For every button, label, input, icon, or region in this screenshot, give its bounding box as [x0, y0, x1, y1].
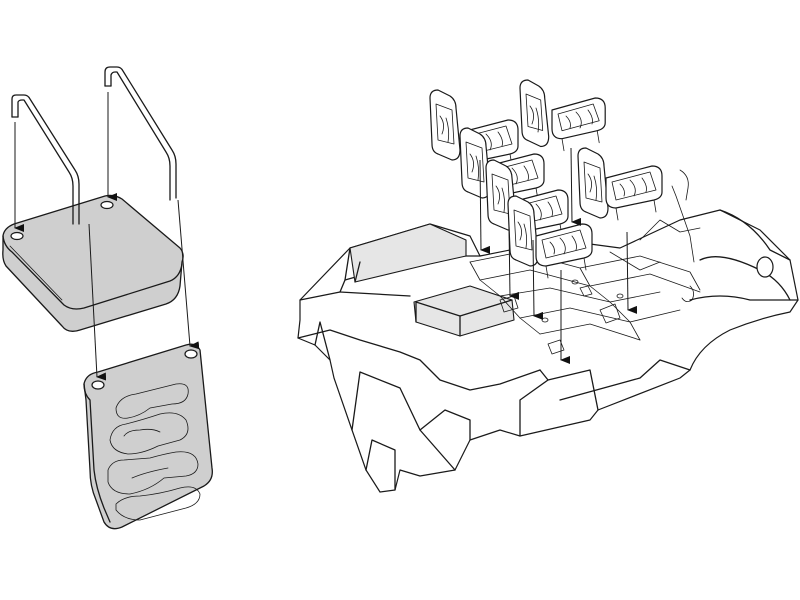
- seat-unit: [577, 147, 663, 221]
- seat-unit: [507, 195, 593, 279]
- left-arrows: [14, 92, 200, 381]
- backrest-cushion: [83, 343, 213, 530]
- right-arrows: [479, 147, 638, 364]
- left-assembly: [2, 66, 213, 530]
- right-assembly: [297, 79, 799, 493]
- seat-group: [429, 79, 663, 279]
- peg: [184, 349, 198, 359]
- vehicle-floor: [297, 169, 799, 493]
- handle-rod-right: [104, 66, 177, 201]
- handle-rod-left: [11, 94, 80, 225]
- peg-hole: [100, 200, 114, 210]
- seat-cushion: [2, 194, 184, 332]
- light-knob: [756, 256, 774, 278]
- peg: [91, 380, 105, 390]
- seat-unit: [519, 79, 606, 152]
- peg-hole: [10, 231, 24, 241]
